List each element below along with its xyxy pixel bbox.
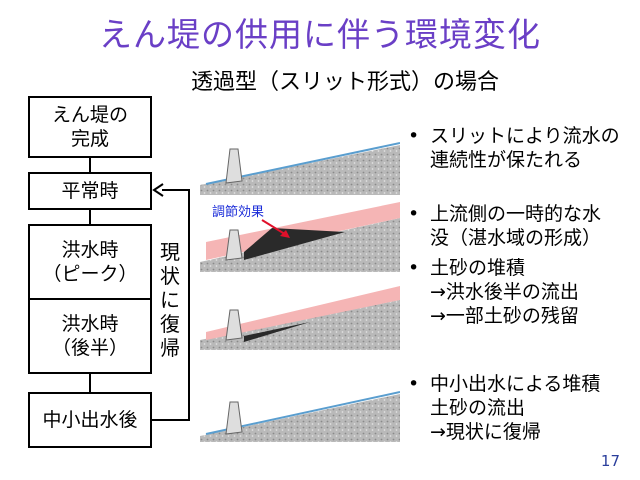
flow-box-line: 完成 [70,128,109,150]
flow-box-line: えん堤の [51,104,128,126]
sabo-dam-icon [225,229,243,261]
bullet-line: →現状に復帰 [430,421,541,443]
bullet-line: 土砂の堆積 [430,257,526,279]
bullet-line: 没（湛水域の形成） [430,227,602,249]
section-panel-flood-late [200,286,400,350]
riverbed-slope [200,394,400,442]
bullet-line: 土砂の流出 [430,397,526,419]
restore-label: 現状に復帰 [160,240,180,360]
bullet-line: 上流側の一時的な水 [430,203,602,225]
flow-box-completion: えん堤の完成 [28,96,152,158]
bullet-line: →一部土砂の残留 [430,305,579,327]
section-panel-normal [200,142,400,195]
flow-box-after-minor-flood: 中小出水後 [28,392,152,448]
return-line-top [162,189,190,191]
bullet-marker: • [408,203,420,225]
flow-connector [89,210,91,224]
sabo-dam-icon [225,148,243,184]
section-panel-flood-peak: 調節効果 [200,202,400,272]
bullet-marker: • [408,257,420,279]
riverbed-slope [200,145,400,195]
bullet-text: 中小出水による堆積土砂の流出→現状に復帰 [430,372,600,444]
flow-box-line: （ピーク） [42,263,138,285]
flow-box-line: 平常時 [61,180,119,202]
sabo-dam-icon [225,309,243,341]
bullet-line: 中小出水による堆積 [430,373,601,395]
sediment-remaining [244,322,310,342]
bullet-marker: • [408,373,420,395]
flow-box-line: 中小出水後 [42,409,138,431]
slide-subtitle: 透過型（スリット形式）の場合 [190,70,499,95]
flow-box-line: 洪水時 [61,313,119,335]
flood-water-area [206,286,400,340]
flow-box-line: （後半） [51,337,128,359]
bullet-marker: • [408,125,420,147]
page-number: 17 [600,452,620,470]
bullet-text: 上流側の一時的な水没（湛水域の形成） [430,202,601,250]
flow-connector [89,158,91,172]
flow-box-flood-peak: 洪水時（ピーク） [28,224,152,300]
section-panel-after-minor-flood [200,391,400,442]
slide-title: えん堤の供用に伴う環境変化 [99,15,541,54]
bullet-text: スリットにより流水の連続性が保たれる [430,124,620,172]
bullet-line: 連続性が保たれる [430,149,583,171]
bullet-text: 土砂の堆積→洪水後半の流出→一部土砂の残留 [430,256,579,328]
arrowhead-icon [280,230,290,238]
flow-box-flood-late: 洪水時（後半） [28,298,152,374]
return-line-bottom [152,419,190,421]
bullet-line: スリットにより流水の [430,125,620,147]
flow-box-line: 洪水時 [61,239,119,261]
flow-connector [89,374,91,392]
sediment-deposit [244,228,345,260]
flow-box-normal: 平常時 [28,172,152,210]
control-effect-label: 調節効果 [212,205,264,220]
sabo-dam-icon [225,401,243,435]
bullet-line: →洪水後半の流出 [430,281,579,303]
return-line-vertical [188,190,190,421]
riverbed-slope [200,218,400,272]
return-arrowhead-icon [152,183,164,197]
